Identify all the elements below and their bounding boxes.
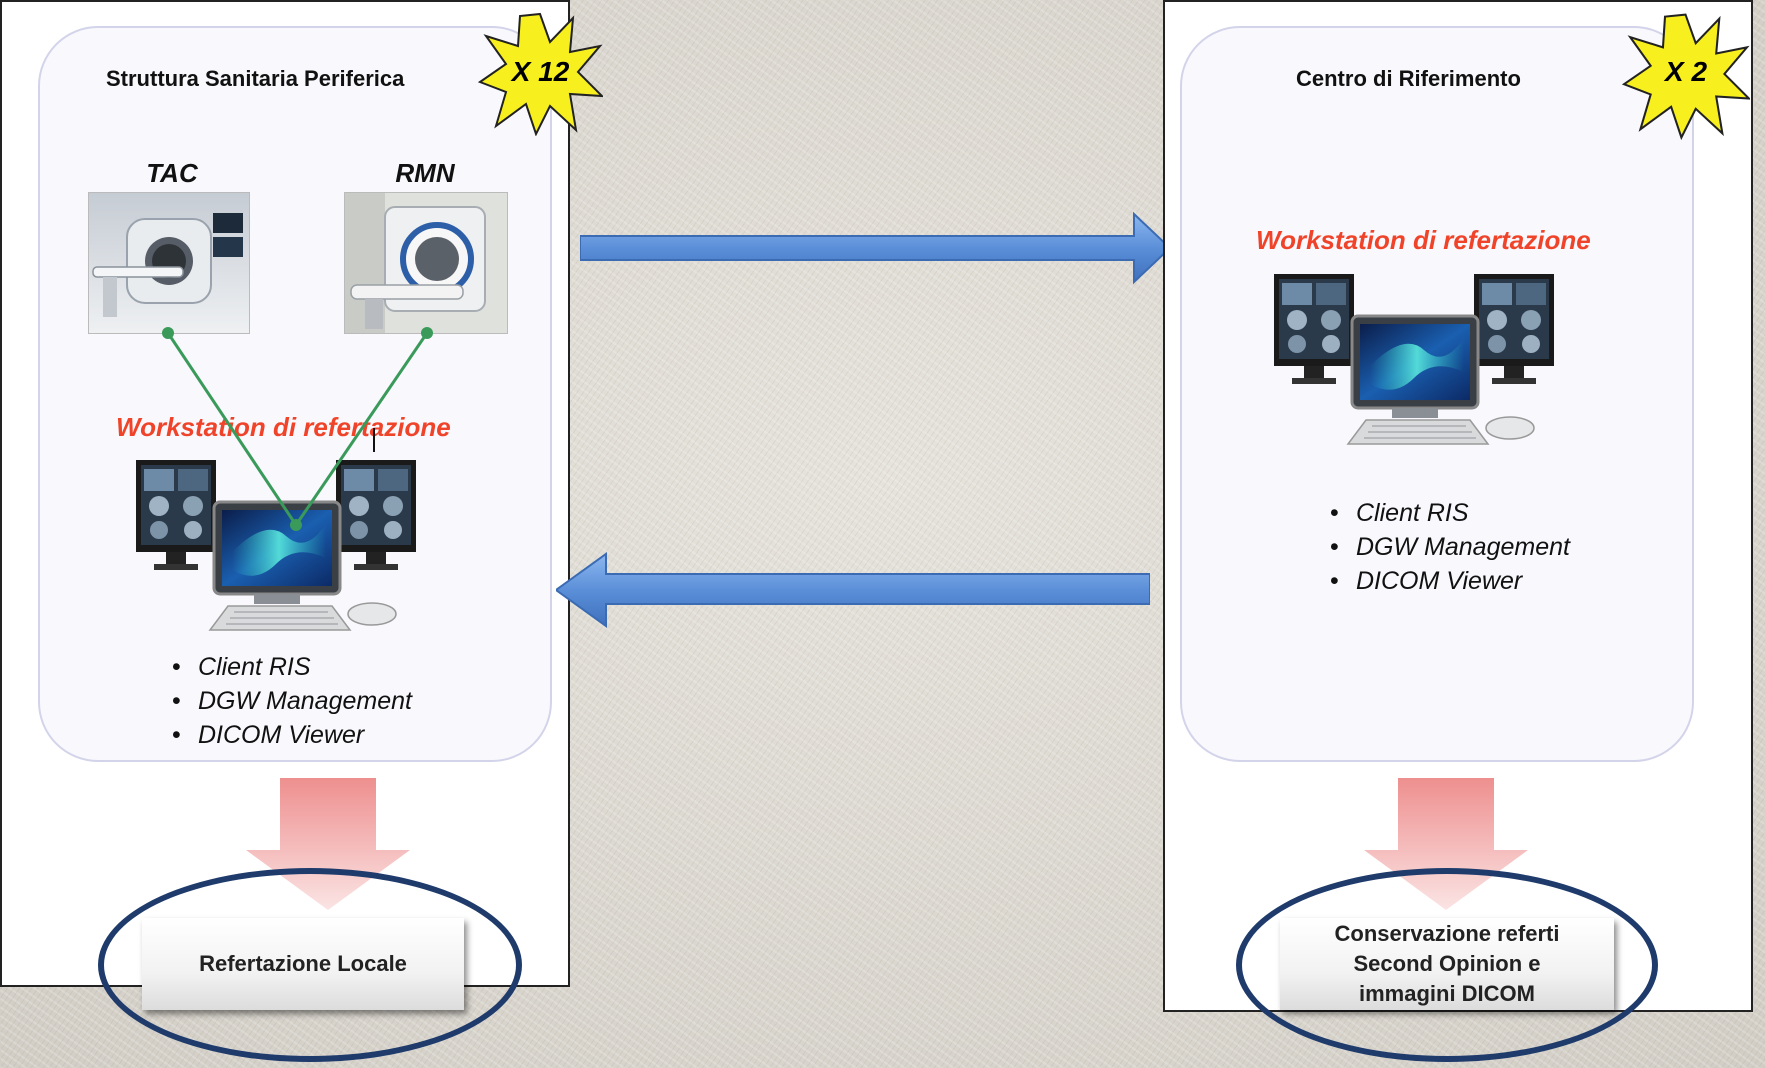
left-feature-item: Client RIS [172, 650, 412, 684]
right-feature-item: Client RIS [1330, 496, 1570, 530]
ct-scanner-image [88, 192, 250, 334]
right-result-highlight [1236, 868, 1658, 1062]
right-multiplier-burst: X 2 [1622, 10, 1750, 140]
right-feature-item: DGW Management [1330, 530, 1570, 564]
tac-link-dot [162, 327, 174, 339]
rmn-link-line [294, 332, 429, 526]
starburst-icon [478, 12, 603, 136]
ws-link-dot [290, 519, 302, 531]
left-feature-item: DGW Management [172, 684, 412, 718]
right-multiplier-label: X 2 [1664, 56, 1708, 87]
rmn-link-dot [421, 327, 433, 339]
left-multiplier-label: X 12 [511, 56, 570, 87]
modality-label-rmn: RMN [395, 158, 455, 188]
tac-link-line [166, 332, 298, 526]
left-result-highlight [98, 868, 522, 1062]
left-feature-list: Client RIS DGW Management DICOM Viewer [172, 650, 412, 752]
arrow-left-icon [556, 552, 1150, 628]
left-site-box [38, 26, 552, 762]
right-ws-label: Workstation di refertazione [1256, 225, 1591, 255]
modality-links [162, 327, 433, 531]
left-ws-label: Workstation di refertazione [116, 412, 451, 442]
mri-scanner-image [344, 192, 508, 334]
left-multiplier-burst: X 12 [478, 10, 603, 136]
left-site-title: Struttura Sanitaria Periferica [106, 66, 405, 91]
arrow-right-icon [580, 211, 1170, 285]
workstation-image [1274, 254, 1574, 454]
starburst-icon [1622, 13, 1750, 140]
modality-label-tac: TAC [146, 158, 198, 188]
right-feature-list: Client RIS DGW Management DICOM Viewer [1330, 496, 1570, 598]
right-center-title: Centro di Riferimento [1296, 66, 1521, 91]
left-feature-item: DICOM Viewer [172, 718, 412, 752]
right-feature-item: DICOM Viewer [1330, 564, 1570, 598]
